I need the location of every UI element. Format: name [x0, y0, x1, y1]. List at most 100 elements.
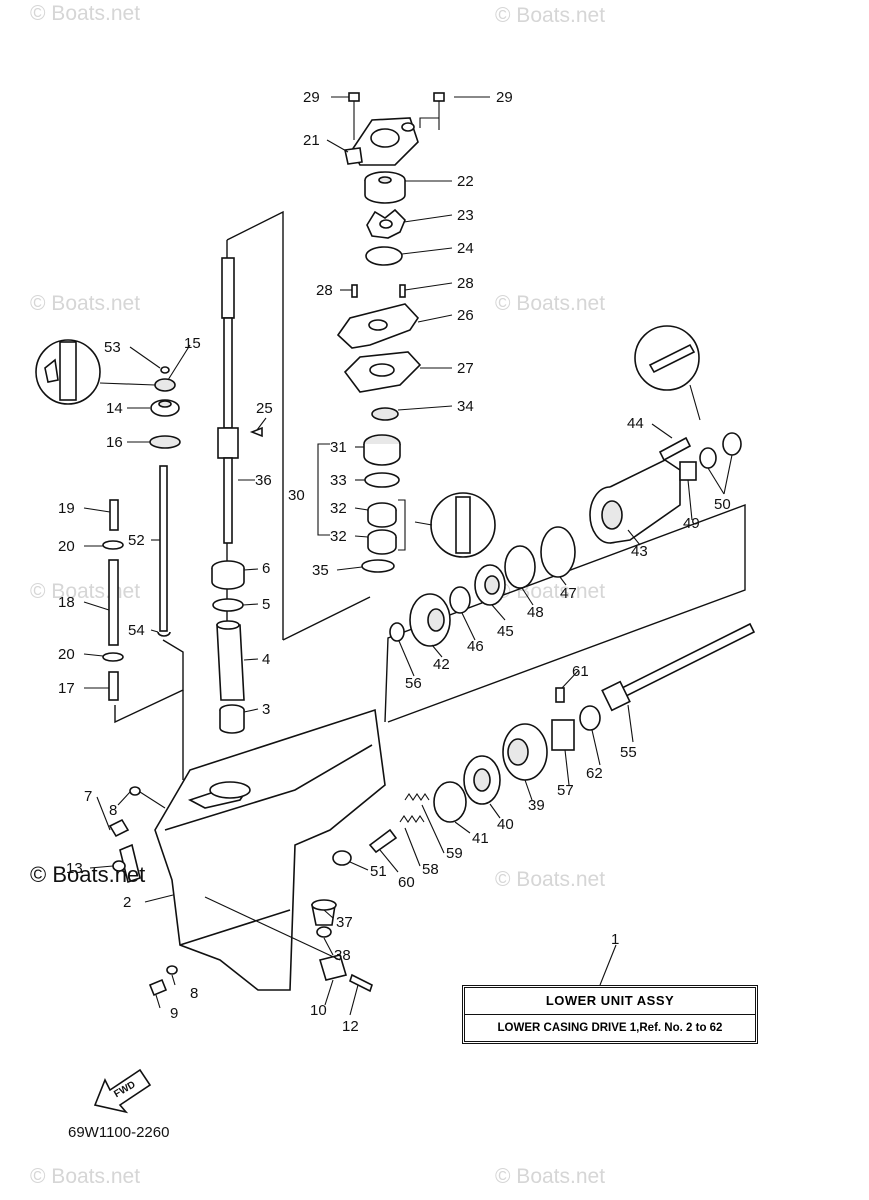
watermark: © Boats.net: [495, 868, 606, 891]
callout: 25: [256, 400, 273, 417]
callout: 32: [330, 528, 347, 545]
pin-61: [555, 687, 565, 703]
gasket-27: [343, 351, 422, 393]
assembly-title-box: LOWER UNIT ASSY LOWER CASING DRIVE 1,Ref…: [462, 985, 758, 1044]
bolt-29-right: [419, 92, 445, 130]
water-tube-parts: [102, 499, 124, 701]
callout: 59: [446, 845, 463, 862]
callout: 31: [330, 439, 347, 456]
callout: 49: [683, 515, 700, 532]
assembly-title: LOWER UNIT ASSY: [465, 988, 755, 1015]
callout: 13: [66, 860, 83, 877]
bearing-6: [211, 560, 245, 590]
bolt-7: [108, 818, 130, 838]
callout: 56: [405, 675, 422, 692]
catalog-code: 69W1100-2260: [68, 1124, 170, 1141]
bushing-15: [154, 378, 176, 392]
callout: 62: [586, 765, 603, 782]
callout: 24: [457, 240, 474, 257]
callout: 15: [184, 335, 201, 352]
callout: 42: [433, 656, 450, 673]
callout: 21: [303, 132, 320, 149]
propeller-shaft-55: [601, 622, 756, 712]
shim-56: [389, 622, 405, 642]
callout: 20: [58, 646, 75, 663]
watermark: © Boats.net: [495, 1165, 606, 1188]
bearing-40: [463, 755, 501, 805]
callout-labels: 2 3 4 5 6 7 8 8 9 10 12 13 14 15 16 17 1…: [58, 89, 731, 1035]
detail-circle-right: [634, 325, 701, 421]
callout: 33: [330, 472, 347, 489]
o-ring-33: [364, 472, 400, 488]
o-ring-53: [160, 366, 170, 374]
bracket-32: [398, 499, 406, 551]
callout: 17: [58, 680, 75, 697]
bolt-44: [658, 436, 692, 462]
washer-8-upper: [129, 786, 141, 796]
callout: 3: [262, 701, 270, 718]
callout: 28: [316, 282, 333, 299]
callout: 44: [627, 415, 644, 432]
nut-38: [316, 926, 332, 938]
bolt-29-left: [348, 92, 360, 140]
callout: 53: [104, 339, 121, 356]
callout: 61: [572, 663, 589, 680]
oil-seal-housing-31: [363, 434, 401, 466]
shim-46: [449, 586, 471, 614]
callout: 39: [528, 797, 545, 814]
callout: 47: [560, 585, 577, 602]
callout: 14: [106, 400, 123, 417]
oil-seal-50b: [722, 432, 742, 456]
callout: 41: [472, 830, 489, 847]
shim-5: [212, 598, 244, 612]
watermark: © Boats.net: [30, 292, 141, 315]
callout: 34: [457, 398, 474, 415]
fwd-arrow-icon: FWD: [93, 1068, 152, 1114]
o-ring-16: [149, 435, 181, 449]
callout: 29: [496, 89, 513, 106]
shift-rod-52: [159, 465, 168, 632]
oil-seal-32-lower: [367, 529, 397, 555]
forward-gear-39: [502, 723, 548, 781]
dowel-pins-28: [351, 284, 406, 298]
callout: 20: [58, 538, 75, 555]
callout: 23: [457, 207, 474, 224]
spring-58: [399, 815, 425, 823]
o-ring-47: [540, 526, 576, 578]
detail-circle-mid: [414, 492, 496, 558]
lower-casing-2: [154, 708, 386, 991]
drive-shaft-36: [217, 257, 239, 544]
callout: 45: [497, 623, 514, 640]
bolt-12: [349, 973, 373, 993]
retainer-14: [150, 399, 180, 417]
gasket-24: [365, 246, 403, 266]
shim-41: [433, 781, 467, 823]
callout: 37: [336, 914, 353, 931]
outer-plate-26: [336, 303, 420, 349]
watermark: © Boats.net: [30, 1165, 141, 1188]
watermark: © Boats.net: [30, 2, 141, 25]
callout: 55: [620, 744, 637, 761]
callout: 46: [467, 638, 484, 655]
water-pump-housing: [344, 117, 419, 166]
callout: 18: [58, 594, 75, 611]
callout: 58: [422, 861, 439, 878]
callout: 36: [255, 472, 272, 489]
pinion-37: [311, 899, 337, 926]
callout: 40: [497, 816, 514, 833]
callout: 30: [288, 487, 305, 504]
callout: 26: [457, 307, 474, 324]
plunger-60: [368, 828, 398, 854]
sleeve-4: [216, 620, 245, 701]
callout: 50: [714, 496, 731, 513]
callout: 8: [190, 985, 198, 1002]
callout: 22: [457, 173, 474, 190]
callout: 8: [109, 802, 117, 819]
callout: 38: [334, 947, 351, 964]
callout: 4: [262, 651, 270, 668]
dog-clutch-57: [551, 719, 575, 751]
callout: 7: [84, 788, 92, 805]
detail-circle-left: [35, 339, 156, 405]
bushing-51: [332, 850, 352, 866]
